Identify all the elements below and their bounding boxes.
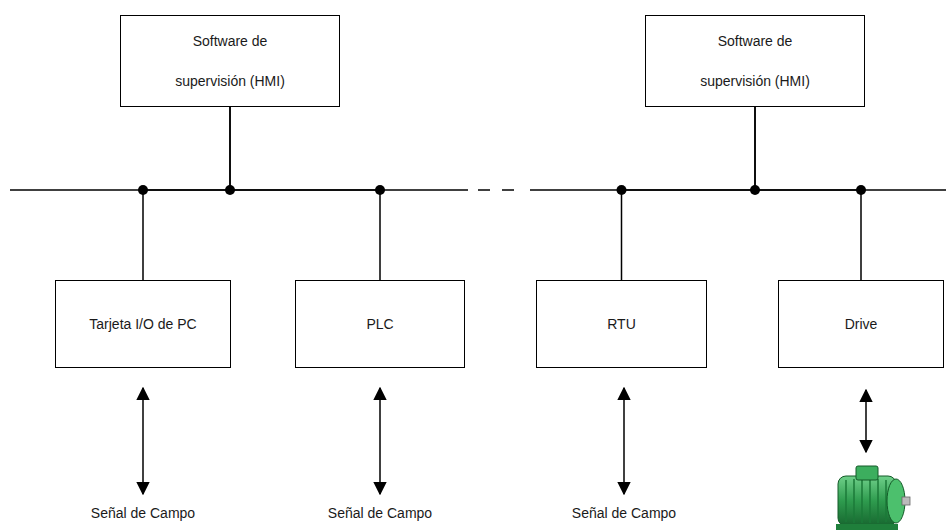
io-card-box: Tarjeta I/O de PC	[55, 280, 231, 368]
hmi-box: Software de supervisión (HMI)	[645, 15, 865, 107]
junction-dot	[225, 185, 235, 195]
rtu-box: RTU	[536, 280, 707, 368]
box-label: RTU	[607, 316, 636, 332]
bus-connector	[622, 107, 756, 280]
field-signal-label: Señal de Campo	[89, 505, 197, 521]
junction-dot	[750, 185, 760, 195]
box-label: Software de supervisión (HMI)	[160, 21, 300, 101]
field-signal-label: Señal de Campo	[570, 505, 678, 521]
box-label: Drive	[845, 316, 878, 332]
motor-illustration	[836, 466, 910, 530]
box-label: Software de supervisión (HMI)	[685, 21, 825, 101]
drive-box: Drive	[778, 280, 944, 368]
junction-dot	[617, 185, 627, 195]
junction-dot	[856, 185, 866, 195]
field-signal-label: Señal de Campo	[326, 505, 434, 521]
box-label: Tarjeta I/O de PC	[89, 316, 196, 332]
hmi-box: Software de supervisión (HMI)	[120, 15, 340, 107]
junction-dot	[138, 185, 148, 195]
box-label: PLC	[366, 316, 393, 332]
bus-connector	[230, 107, 380, 280]
junction-dot	[375, 185, 385, 195]
field-arrow	[143, 388, 866, 494]
plc-box: PLC	[295, 280, 465, 368]
bus-connector	[143, 107, 230, 280]
bus-connector	[755, 107, 861, 280]
